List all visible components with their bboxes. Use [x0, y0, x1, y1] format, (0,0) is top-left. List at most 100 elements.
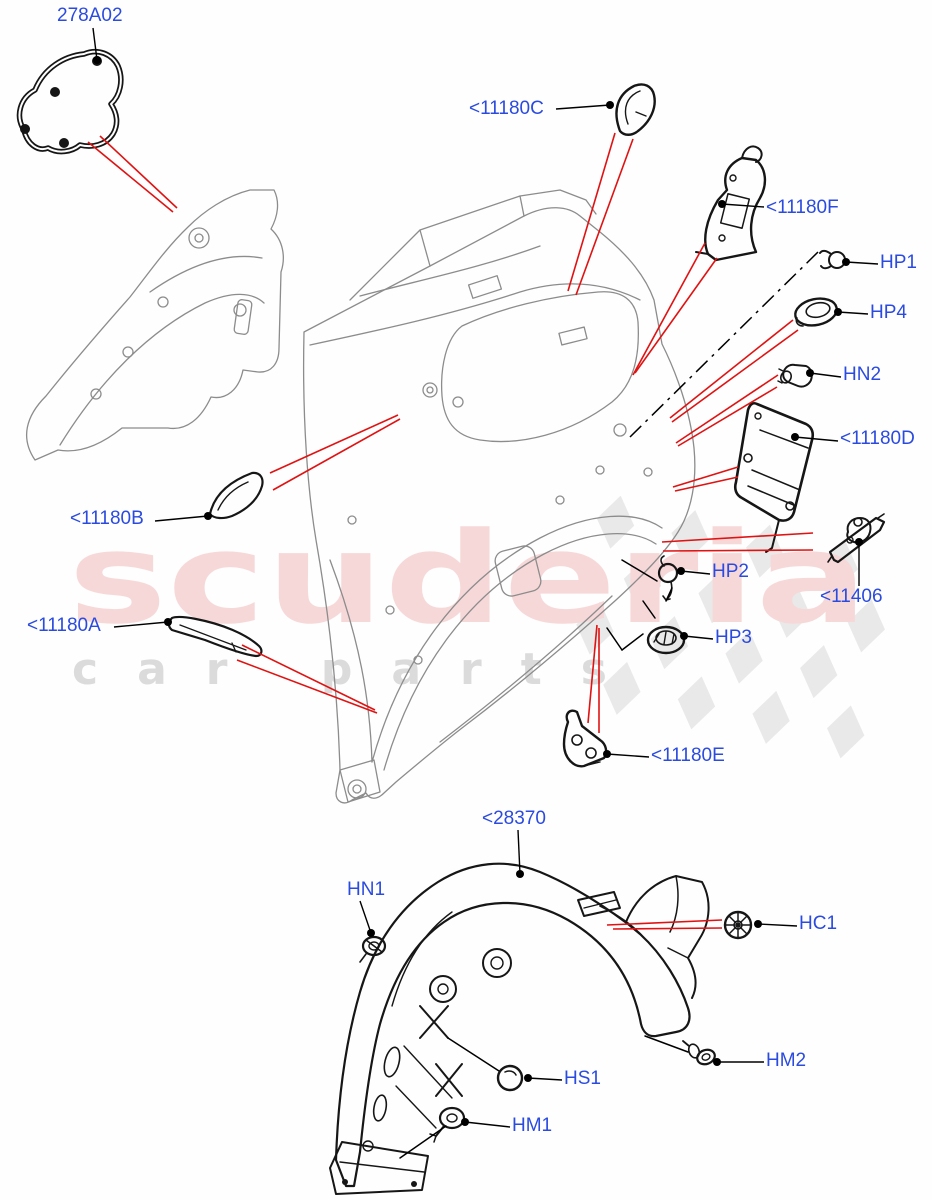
construction-line [606, 627, 623, 651]
red-pointer-line-HC1 [612, 927, 723, 930]
leader-dot-28370 [516, 870, 524, 878]
leader-line-11180D [794, 436, 839, 442]
construction-line [447, 1037, 500, 1072]
leader-dot-11180B [204, 512, 212, 520]
watermark-sub-text: car parts [72, 644, 607, 695]
red-pointer-line-11180B [272, 418, 401, 491]
part-label-HP3[interactable]: HP3 [715, 627, 752, 648]
part-label-11180B[interactable]: <11180B [70, 508, 144, 529]
checker-diamond [827, 705, 865, 759]
part-label-11180C[interactable]: <11180C [469, 98, 544, 119]
screw-hn1-drawing [359, 935, 387, 963]
red-pointer-line-11180F [632, 242, 706, 376]
rail-11406-drawing [827, 513, 886, 564]
red-pointer-line-11180A [241, 644, 376, 711]
red-pointer-line-HN2 [677, 386, 778, 447]
pushpin-hm1-drawing [429, 1106, 466, 1143]
construction-line [644, 1035, 689, 1053]
bracket-11180d-drawing [733, 401, 815, 553]
part-label-HN2[interactable]: HN2 [843, 364, 882, 385]
leader-line-HS1 [527, 1077, 563, 1081]
leader-line-HP2 [680, 570, 711, 575]
fastener-hp1-drawing [819, 249, 846, 270]
watermark-brand-text: scuderia [68, 505, 868, 652]
leader-dot-HN1 [367, 929, 375, 937]
red-pointer-line-11406 [662, 549, 814, 552]
part-label-11180E[interactable]: <11180E [651, 745, 725, 766]
strip-11180a-drawing [167, 615, 263, 658]
leader-dot-HN2 [806, 369, 814, 377]
construction-line [621, 559, 658, 582]
leader-line-11180F [721, 203, 765, 208]
leader-dot-11406 [855, 538, 863, 546]
leader-dot-HP1 [842, 258, 850, 266]
leader-line-11180C [555, 104, 611, 110]
part-label-11180A[interactable]: <11180A [27, 615, 101, 636]
wheel-arch-liner-drawing [329, 862, 710, 1195]
checker-diamond [752, 690, 790, 744]
checker-diamond [603, 661, 641, 715]
leader-line-11180E [606, 753, 650, 758]
leader-dot-HS1 [524, 1074, 532, 1082]
checker-diamond [698, 570, 736, 624]
centerline-dashdot [629, 251, 819, 438]
leader-dot-HM1 [461, 1118, 469, 1126]
part-label-11180F[interactable]: <11180F [766, 197, 839, 218]
bracket-11180b-drawing [208, 471, 264, 520]
grommet-hs1-drawing [496, 1064, 524, 1092]
leader-line-11180A [113, 621, 169, 628]
centerline [629, 251, 819, 438]
bracket-11180c-drawing [615, 83, 656, 136]
leader-line-HM1 [464, 1121, 511, 1128]
part-label-HC1[interactable]: HC1 [799, 913, 838, 934]
part-label-28370[interactable]: <28370 [482, 808, 546, 829]
part-label-HM2[interactable]: HM2 [766, 1050, 807, 1071]
leader-line-278A02 [92, 27, 98, 61]
wheelhouse-inner-panel-drawing [26, 189, 284, 461]
red-pointer-line-278A02 [99, 135, 178, 209]
pushpin-hm2-drawing [682, 1040, 716, 1066]
leader-line-11180B [154, 515, 209, 522]
leader-dot-278A02 [93, 56, 101, 64]
leader-dot-11180F [718, 200, 726, 208]
leader-dot-HP2 [677, 567, 685, 575]
red-pointer-line-11180D [674, 476, 739, 492]
bracket-11180f-drawing [695, 145, 767, 262]
checker-diamond [847, 599, 885, 653]
part-label-278A02[interactable]: 278A02 [57, 5, 123, 26]
leader-line-HN2 [809, 372, 842, 378]
leader-dot-11180A [164, 618, 172, 626]
part-label-HP4[interactable]: HP4 [870, 302, 907, 323]
leader-line-28370 [517, 829, 521, 875]
leader-line-HP4 [837, 311, 869, 315]
part-label-HP1[interactable]: HP1 [880, 252, 917, 273]
red-pointer-lines [87, 132, 814, 930]
red-pointer-line-HP4 [669, 319, 794, 419]
part-label-HM1[interactable]: HM1 [512, 1115, 553, 1136]
construction-line [642, 600, 656, 619]
checker-diamond [725, 630, 763, 684]
red-pointer-line-HC1 [606, 919, 723, 926]
checkered-flag-watermark [576, 495, 885, 759]
red-pointer-line-HN2 [675, 374, 779, 444]
leader-line-HP1 [845, 261, 879, 265]
auxiliary-lines [399, 559, 689, 1159]
part-label-HP2[interactable]: HP2 [712, 561, 749, 582]
bracket-11180e-drawing [562, 709, 608, 768]
leader-line-HC1 [757, 923, 798, 927]
leader-dot-HP3 [680, 632, 688, 640]
leader-dot-HP4 [834, 308, 842, 316]
checker-diamond [671, 510, 709, 564]
part-label-11406[interactable]: <11406 [820, 586, 883, 607]
part-label-11180D[interactable]: <11180D [840, 428, 915, 449]
checker-diamond [773, 584, 811, 638]
grommet-hp4-drawing [794, 297, 838, 327]
checker-diamond [623, 555, 662, 609]
part-label-HN1[interactable]: HN1 [347, 879, 386, 900]
red-pointer-line-11180B [269, 414, 399, 474]
pinwheel-nut-hc1-drawing [723, 910, 753, 940]
red-pointer-line-11180D [672, 466, 739, 488]
leader-dot-HM2 [713, 1058, 721, 1066]
part-label-HS1[interactable]: HS1 [564, 1068, 601, 1089]
